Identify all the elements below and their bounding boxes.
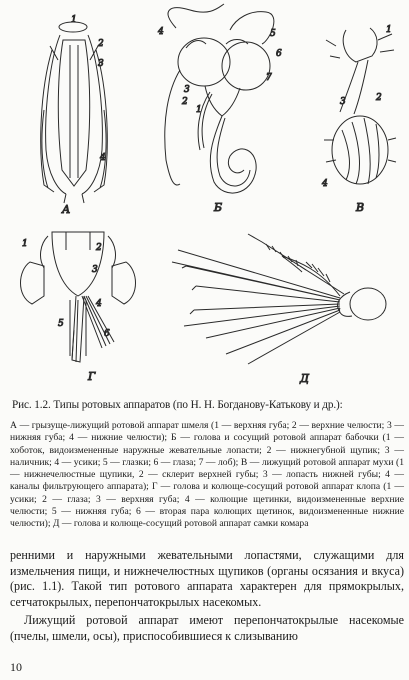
g-label-1: 1 [22, 239, 28, 249]
body-paragraph-1: ренними и наружными жевательными лопастя… [10, 548, 404, 609]
b-label-3: 3 [184, 85, 190, 95]
panel-g-label: Г [87, 370, 96, 383]
g-label-3: 3 [92, 265, 98, 275]
panel-d-label: Д [299, 372, 310, 385]
b-label-4: 4 [157, 27, 164, 37]
panel-b-drawing [164, 3, 275, 194]
b-label-7: 7 [266, 73, 272, 83]
b-label-6: 6 [276, 49, 282, 59]
v-label-3: 3 [340, 97, 346, 107]
v-label-4: 4 [321, 179, 328, 189]
g-label-5: 5 [58, 319, 64, 329]
panel-v-drawing [324, 27, 397, 185]
body-text: ренними и наружными жевательными лопастя… [10, 548, 404, 645]
panel-d-drawing [171, 233, 387, 365]
a-label-3: 3 [98, 59, 104, 69]
panel-b-label: Б [213, 201, 222, 214]
page-number: 10 [10, 660, 22, 674]
g-label-6: 6 [104, 329, 110, 339]
b-label-2: 2 [181, 97, 188, 107]
v-label-2: 2 [375, 93, 382, 103]
g-label-4: 4 [95, 299, 102, 309]
a-label-4: 4 [99, 153, 106, 163]
figure-drawing: 1 2 3 4 А 4 5 6 3 2 1 [20, 3, 397, 386]
a-label-1: 1 [71, 15, 77, 25]
panel-v-label: В [355, 201, 364, 214]
g-label-2: 2 [95, 243, 102, 253]
figure-caption-text: А — грызуще-лижущий ротовой аппарат шмел… [10, 420, 404, 530]
panel-a-label: А [61, 203, 70, 216]
v-label-1: 1 [386, 25, 392, 35]
figure-caption-title: Рис. 1.2. Типы ротовых аппаратов (по Н. … [12, 399, 343, 411]
a-label-2: 2 [97, 39, 104, 49]
body-paragraph-2: Лижущий ротовой аппарат имеют перепончат… [10, 613, 404, 643]
panel-a-drawing [40, 21, 108, 204]
b-label-1: 1 [196, 105, 202, 115]
b-label-5: 5 [270, 29, 276, 39]
mouthparts-figure: 1 2 3 4 А 4 5 6 3 2 1 [20, 3, 397, 386]
panel-g-drawing [20, 231, 136, 363]
